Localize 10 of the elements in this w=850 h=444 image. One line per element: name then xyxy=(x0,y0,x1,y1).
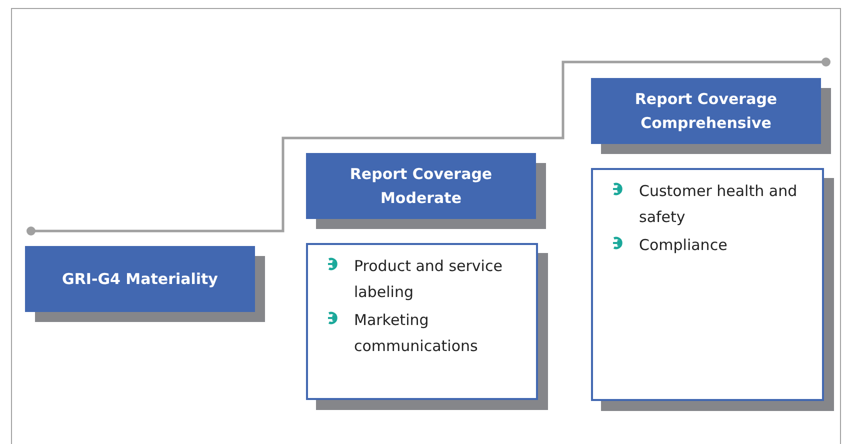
list-item-text: Product and service labeling xyxy=(354,256,504,303)
list-item-text: Compliance xyxy=(639,235,728,256)
box-title: Report Coverage Moderate xyxy=(348,164,494,209)
list-item-text: Customer health and safety xyxy=(639,181,798,228)
heading-box xyxy=(25,246,255,312)
list-item-text: Marketing communications xyxy=(354,310,479,357)
heading-box xyxy=(306,153,536,219)
box-title: Report Coverage Comprehensive xyxy=(634,89,778,134)
box-title: GRI-G4 Materiality xyxy=(61,269,219,290)
heading-box xyxy=(591,78,821,144)
